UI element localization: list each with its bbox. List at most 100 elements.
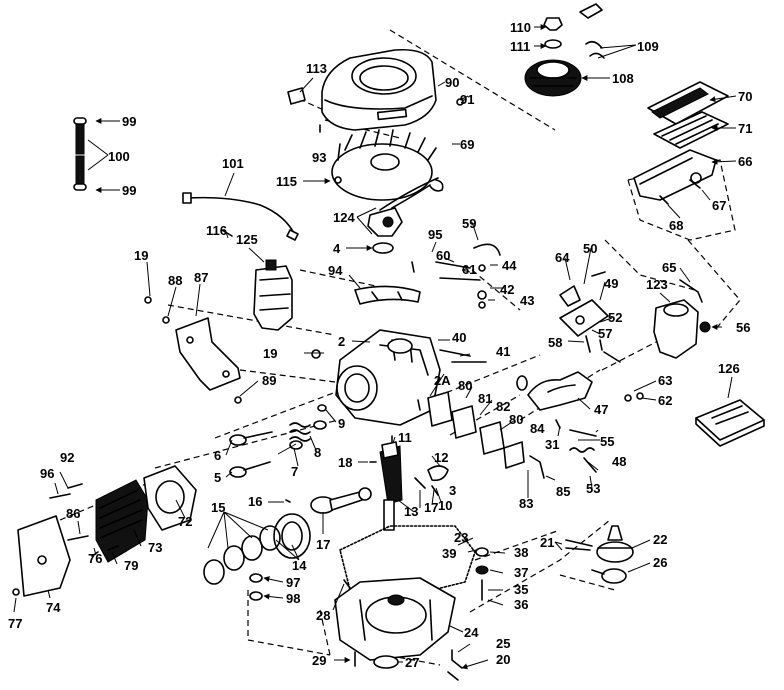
label-11: 11 bbox=[398, 430, 412, 445]
label-110: 110 bbox=[510, 20, 531, 35]
label-27: 27 bbox=[405, 655, 419, 670]
head-shield-74 bbox=[17, 515, 71, 597]
bracket-87 bbox=[175, 317, 241, 391]
gaskets-80-81-82 bbox=[427, 391, 525, 469]
air-cleaner-base bbox=[633, 149, 717, 201]
label-80-top: 80 bbox=[458, 378, 472, 393]
spring-48-53 bbox=[569, 447, 597, 473]
misc-fasteners bbox=[12, 98, 701, 681]
link-rod-85 bbox=[529, 455, 545, 479]
label-108: 108 bbox=[612, 71, 634, 86]
label-98: 98 bbox=[286, 591, 300, 606]
label-83: 83 bbox=[519, 496, 533, 511]
label-57: 57 bbox=[598, 326, 612, 341]
label-58: 58 bbox=[548, 335, 562, 350]
label-87: 87 bbox=[194, 270, 208, 285]
label-4: 4 bbox=[333, 241, 341, 256]
label-13: 13 bbox=[404, 504, 418, 519]
valve-springs bbox=[289, 404, 327, 450]
label-79: 79 bbox=[124, 558, 138, 573]
choke-link-65 bbox=[679, 279, 703, 303]
label-50: 50 bbox=[583, 241, 597, 256]
label-41: 41 bbox=[496, 344, 510, 359]
grass-screen bbox=[524, 59, 582, 97]
spark-plug-wire bbox=[182, 192, 299, 241]
label-31: 31 bbox=[545, 437, 559, 452]
control-lever-50 bbox=[559, 285, 581, 307]
label-20: 20 bbox=[496, 652, 510, 667]
label-61: 61 bbox=[462, 262, 476, 277]
label-6: 6 bbox=[214, 448, 221, 463]
label-99-top: 99 bbox=[122, 114, 136, 129]
crank-parts-12 bbox=[427, 465, 449, 482]
label-86: 86 bbox=[66, 506, 80, 521]
label-84: 84 bbox=[530, 421, 545, 436]
label-2a: 2A bbox=[434, 373, 451, 388]
label-16: 16 bbox=[248, 494, 262, 509]
ignition-coil bbox=[367, 177, 439, 237]
flywheel bbox=[331, 129, 444, 201]
label-76: 76 bbox=[88, 551, 102, 566]
label-116: 116 bbox=[206, 223, 227, 238]
air-cleaner-cover bbox=[647, 81, 729, 125]
valves bbox=[229, 431, 273, 478]
label-42: 42 bbox=[500, 282, 514, 297]
carburetor bbox=[653, 299, 711, 359]
label-56: 56 bbox=[736, 320, 750, 335]
label-91: 91 bbox=[460, 92, 474, 107]
label-109: 109 bbox=[637, 39, 659, 54]
label-10: 10 bbox=[438, 498, 452, 513]
clip-109 bbox=[579, 3, 605, 59]
label-101: 101 bbox=[222, 156, 244, 171]
label-24: 24 bbox=[464, 625, 479, 640]
breather-tubes bbox=[73, 117, 87, 191]
label-67: 67 bbox=[712, 198, 726, 213]
label-43: 43 bbox=[520, 293, 534, 308]
label-44: 44 bbox=[502, 258, 517, 273]
piston bbox=[273, 513, 311, 559]
label-96: 96 bbox=[40, 466, 54, 481]
label-47: 47 bbox=[594, 402, 608, 417]
blower-plate-113 bbox=[287, 87, 306, 105]
label-80-mid: 80 bbox=[509, 412, 523, 427]
gasket-set-box-126 bbox=[695, 399, 765, 447]
label-100: 100 bbox=[108, 149, 130, 164]
label-77: 77 bbox=[8, 616, 22, 631]
label-94: 94 bbox=[328, 263, 343, 278]
label-17-crank: 17 bbox=[424, 500, 438, 515]
label-93: 93 bbox=[312, 150, 326, 165]
label-89: 89 bbox=[262, 373, 276, 388]
label-111: 111 bbox=[510, 39, 530, 54]
label-95: 95 bbox=[428, 227, 442, 242]
blower-housing bbox=[321, 48, 437, 131]
label-65: 65 bbox=[662, 260, 676, 275]
label-38: 38 bbox=[514, 545, 528, 560]
label-64: 64 bbox=[555, 250, 570, 265]
label-2: 2 bbox=[338, 334, 345, 349]
crankshaft bbox=[379, 435, 403, 531]
label-82: 82 bbox=[496, 399, 510, 414]
label-124: 124 bbox=[333, 210, 355, 225]
label-40: 40 bbox=[452, 330, 466, 345]
label-88: 88 bbox=[168, 273, 182, 288]
label-72: 72 bbox=[178, 514, 192, 529]
label-8: 8 bbox=[314, 445, 321, 460]
label-74: 74 bbox=[46, 600, 61, 615]
label-126: 126 bbox=[718, 361, 740, 376]
label-81: 81 bbox=[478, 391, 492, 406]
label-53: 53 bbox=[586, 481, 600, 496]
starter-motor bbox=[253, 259, 293, 331]
label-17-rod: 17 bbox=[316, 537, 330, 552]
label-63: 63 bbox=[658, 373, 672, 388]
label-115: 115 bbox=[276, 174, 297, 189]
cylinder-head bbox=[95, 479, 149, 563]
crank-parts-10 bbox=[414, 477, 439, 496]
label-15: 15 bbox=[211, 500, 225, 515]
label-97: 97 bbox=[286, 575, 300, 590]
part-labels: 110 111 109 108 90 91 113 93 69 70 71 66… bbox=[8, 20, 752, 670]
label-90: 90 bbox=[445, 75, 459, 90]
label-99-bottom: 99 bbox=[122, 183, 136, 198]
washer-4 bbox=[372, 242, 394, 254]
label-71: 71 bbox=[738, 121, 752, 136]
